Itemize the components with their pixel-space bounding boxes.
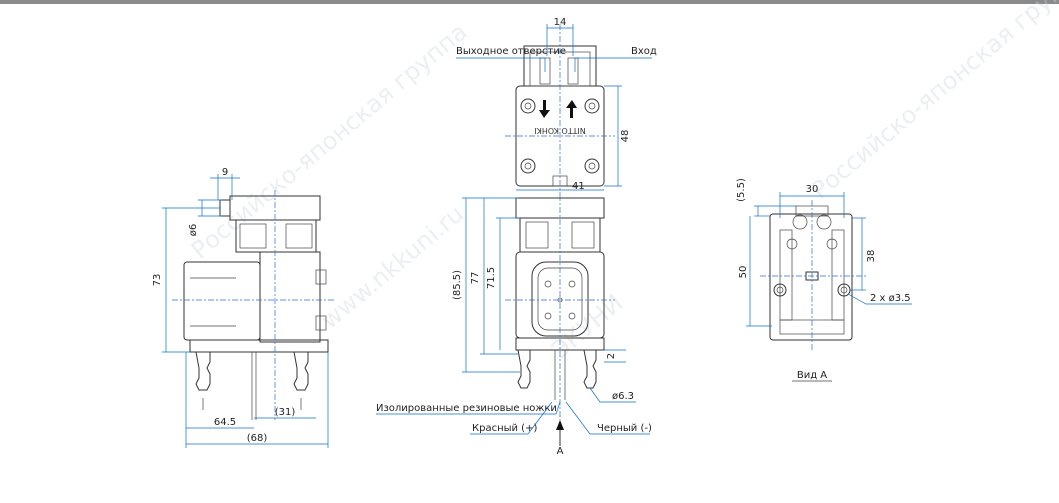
dim-50: 50 (738, 266, 749, 279)
dim-85-5: (85.5) (452, 270, 463, 300)
label-inlet: Вход (631, 46, 657, 57)
dim-64-5: 64.5 (214, 417, 236, 428)
dim-2: 2 (606, 353, 617, 359)
dim-6: ø6 (188, 224, 199, 236)
dim-48: 48 (620, 130, 631, 143)
label-rubber-feet: Изолированные резиновые ножки (376, 403, 557, 414)
label-red: Красный (+) (472, 423, 537, 434)
watermark-4: Российско-японская группа (806, 0, 1059, 205)
front-view: (85.5) 77 71.5 2 ø6.3 Изолированные рези… (376, 195, 652, 457)
dim-9: 9 (222, 167, 228, 178)
label-view-a: Вид А (797, 370, 827, 381)
label-black: Черный (-) (597, 423, 652, 434)
dim-38: 38 (866, 250, 877, 263)
dim-5-5: (5.5) (736, 178, 747, 202)
label-outlet: Выходное отверстие (456, 46, 566, 57)
side-view: 9 ø6 73 (31) 64.5 (68) (152, 167, 335, 448)
dim-41: 41 (572, 181, 585, 192)
dim-6-3: ø6.3 (612, 391, 634, 402)
dim-14: 14 (554, 17, 567, 28)
view-a: 30 (5.5) 50 38 2 x ø3.5 Вид А (736, 178, 912, 382)
dim-30: 30 (806, 184, 819, 195)
label-arrow-a: A (557, 446, 564, 457)
dim-68: (68) (247, 433, 268, 444)
dim-31: (31) (275, 407, 296, 418)
top-border (0, 0, 1059, 4)
dim-73: 73 (152, 274, 163, 287)
dim-2x3-5: 2 x ø3.5 (870, 293, 911, 304)
brand-text: NITTO KOHKI (534, 126, 586, 135)
dim-77: 77 (470, 272, 481, 285)
watermark-layer: Российско-японская группа www.nkkuni.ru … (186, 0, 1059, 365)
dim-71-5: 71.5 (486, 267, 497, 289)
watermark-2: www.nkkuni.ru (316, 200, 469, 335)
top-view: NITTO KOHKI 14 48 41 Выходное отверстие … (456, 17, 657, 195)
